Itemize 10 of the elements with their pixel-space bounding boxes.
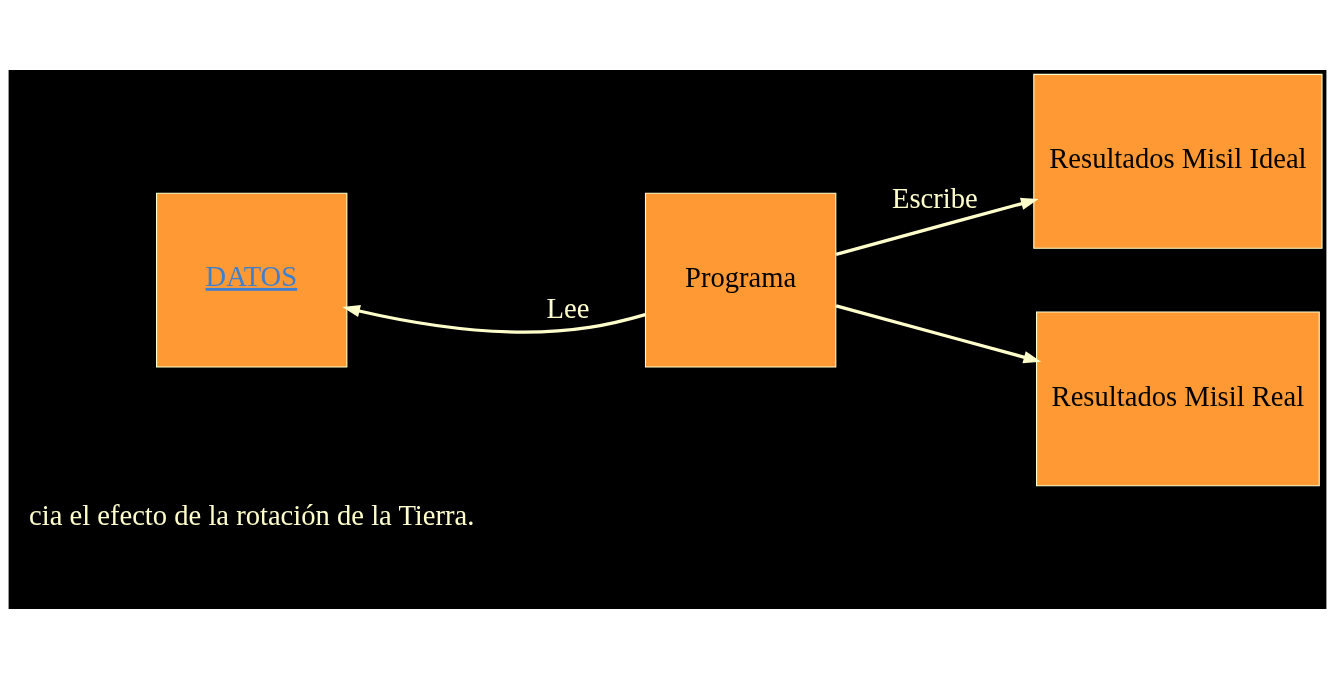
arrow xyxy=(342,305,646,334)
arrow xyxy=(835,197,1039,256)
node-box: Resultados Misil Ideal xyxy=(1033,73,1323,249)
edge-label: Lee xyxy=(546,293,590,325)
node-box: Resultados Misil Real xyxy=(1036,311,1320,487)
edge-label: Escribe xyxy=(891,183,978,215)
node-box: DATOS xyxy=(156,192,348,368)
node-box: Programa xyxy=(644,192,837,368)
label: cia el efecto de la rotación de la Tierra. xyxy=(29,499,475,531)
arrow xyxy=(835,304,1042,364)
